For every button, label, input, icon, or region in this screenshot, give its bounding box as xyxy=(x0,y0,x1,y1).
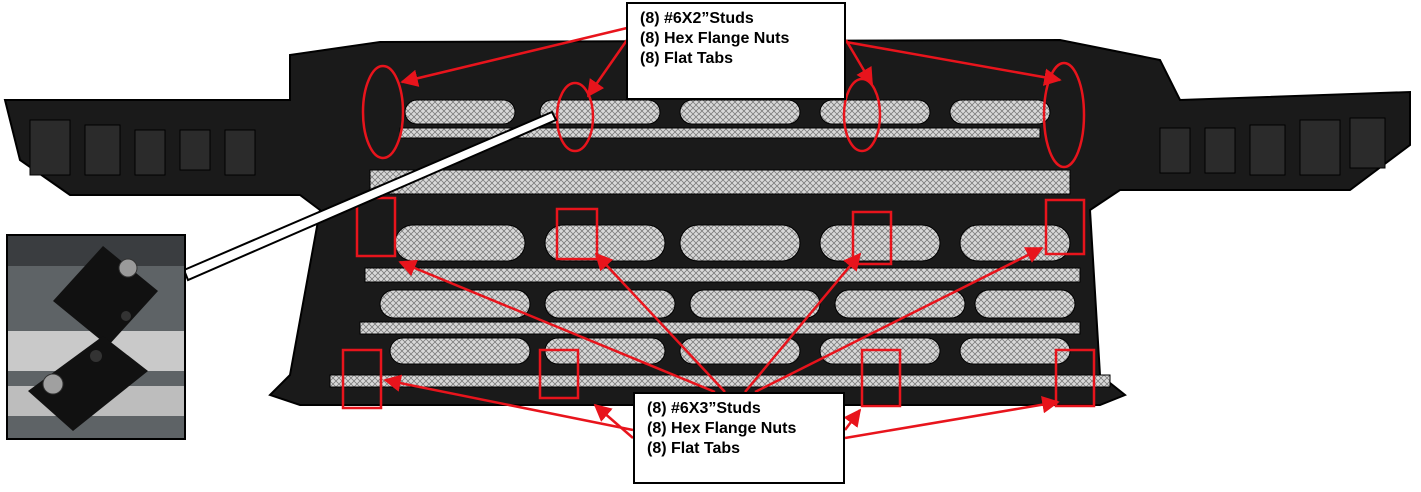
bottom-callout-arrows xyxy=(383,246,1060,440)
callout-line: (8) Hex Flange Nuts xyxy=(640,30,790,47)
callout-line: (8) Hex Flange Nuts xyxy=(647,420,797,437)
top-marker-4 xyxy=(1042,61,1086,169)
bottom-stud-markers xyxy=(341,196,1096,410)
callout-line: (8) #6X2”Studs xyxy=(640,10,754,27)
callout-line: (8) Flat Tabs xyxy=(647,440,741,457)
right-wing xyxy=(1159,117,1386,176)
low-marker-1 xyxy=(341,348,383,410)
callout-line: (8) #6X3”Studs xyxy=(647,400,761,417)
low-marker-3 xyxy=(860,348,902,408)
top-parts-callout: (8) #6X2”Studs (8) Hex Flange Nuts (8) F… xyxy=(626,2,846,100)
low-marker-4 xyxy=(1054,348,1096,408)
mid-marker-4 xyxy=(1044,198,1086,256)
mesh-openings xyxy=(329,99,1111,388)
low-marker-2 xyxy=(538,348,580,400)
top-stud-markers xyxy=(361,61,1086,169)
top-marker-2 xyxy=(555,81,595,153)
callout-line: (8) Flat Tabs xyxy=(640,50,734,67)
top-marker-1 xyxy=(361,64,405,160)
left-wing xyxy=(29,119,256,176)
mid-marker-3 xyxy=(851,210,893,266)
zoom-pointer xyxy=(182,110,558,282)
mid-marker-2 xyxy=(555,207,599,261)
closeup-photo xyxy=(6,234,186,440)
bottom-parts-callout: (8) #6X3”Studs (8) Hex Flange Nuts (8) F… xyxy=(633,392,845,484)
top-callout-arrows xyxy=(400,26,1062,98)
